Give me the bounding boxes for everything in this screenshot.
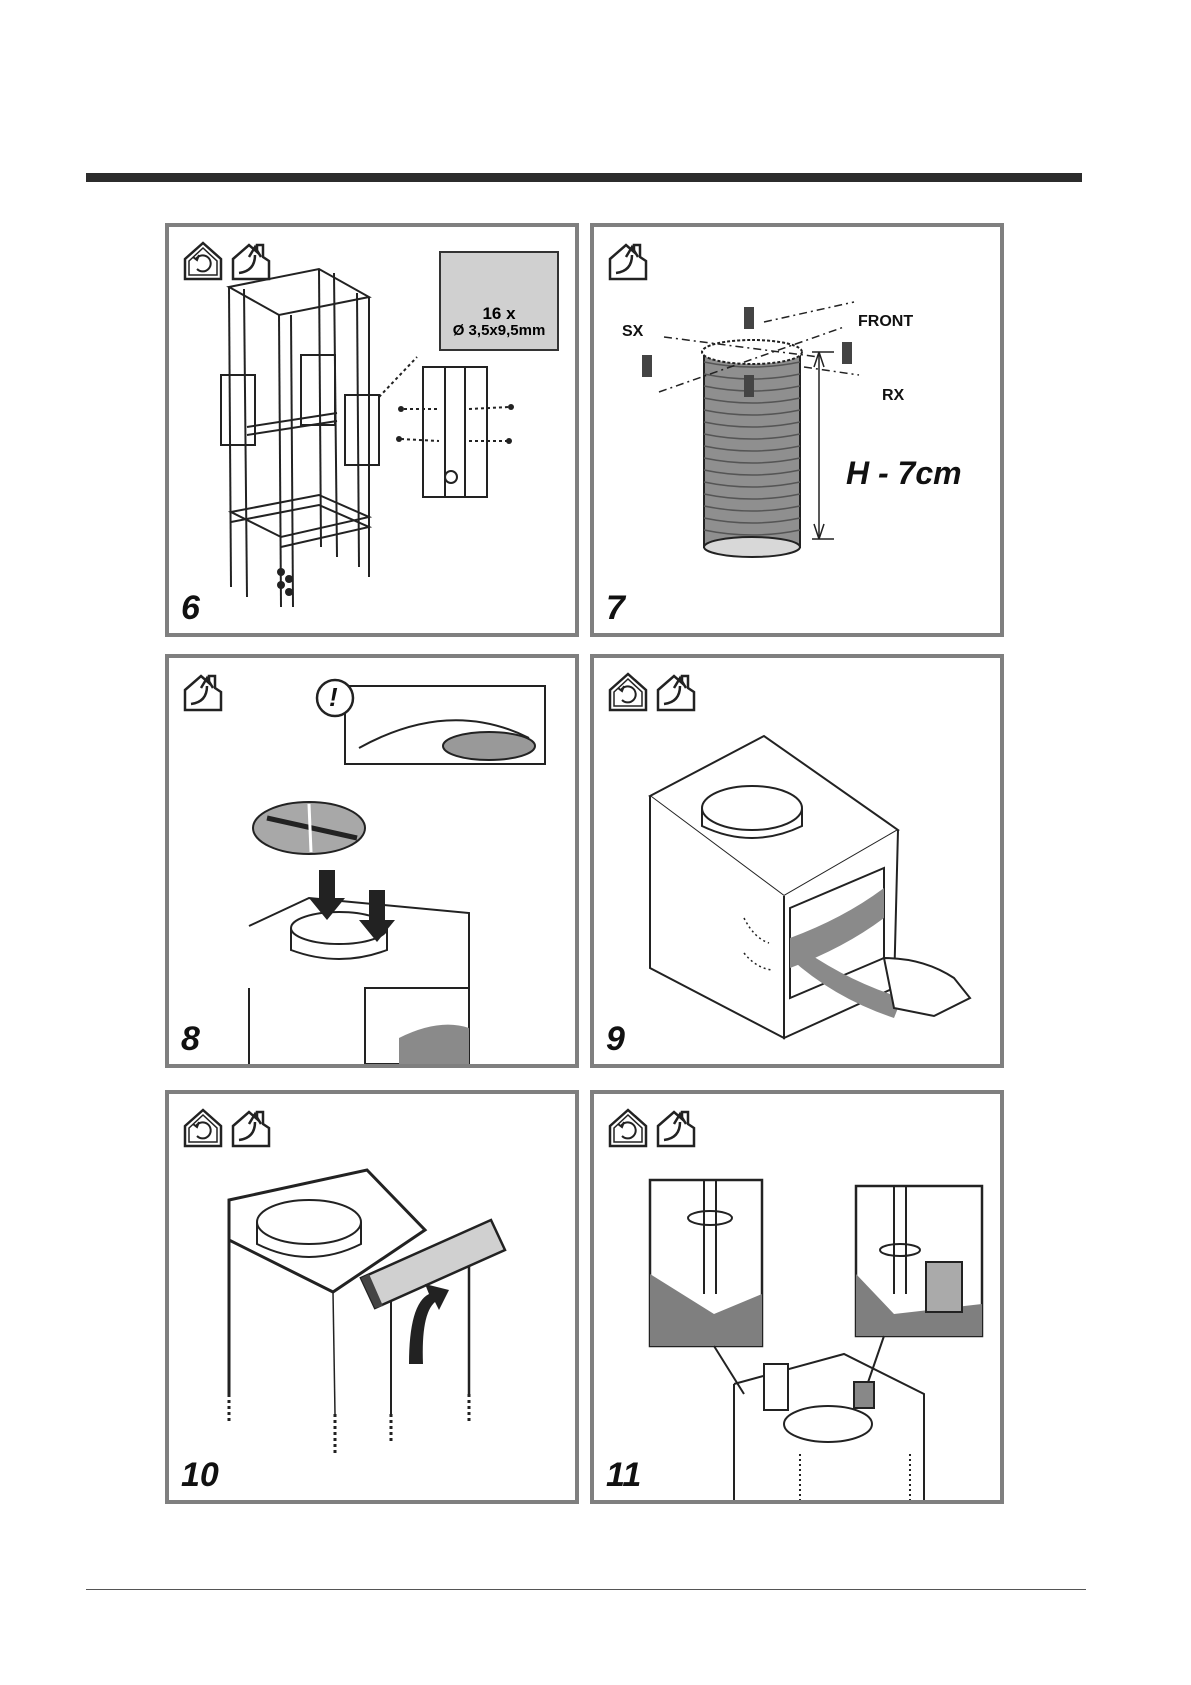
footer-rule xyxy=(86,1589,1086,1590)
front-label: FRONT xyxy=(858,313,913,331)
step-number: 9 xyxy=(606,1022,625,1056)
rx-label: RX xyxy=(882,387,904,405)
step-10-panel: 10 xyxy=(165,1090,579,1504)
flexible-duct-illustration xyxy=(594,227,1000,633)
step-number: 8 xyxy=(181,1022,200,1056)
step-number: 7 xyxy=(606,591,625,625)
sx-label: SX xyxy=(622,323,643,341)
warning-mark: ! xyxy=(329,682,338,713)
step-number: 6 xyxy=(181,591,200,625)
step-6-panel: 16 x Ø 3,5x9,5mm 6 xyxy=(165,223,579,637)
screw-size: Ø 3,5x9,5mm xyxy=(441,322,557,340)
height-label: H - 7cm xyxy=(846,455,962,492)
step-11-panel: 11 xyxy=(590,1090,1004,1504)
step-9-panel: 9 xyxy=(590,654,1004,1068)
cover-install-illustration xyxy=(169,1094,575,1500)
remove-tape-illustration xyxy=(594,658,1000,1064)
header-rule xyxy=(86,173,1082,182)
step-number: 10 xyxy=(181,1458,219,1492)
valve-install-illustration xyxy=(169,658,575,1064)
fix-cover-illustration xyxy=(594,1094,1000,1500)
step-7-panel: SX FRONT RX H - 7cm 7 xyxy=(590,223,1004,637)
screw-pack-callout: 16 x Ø 3,5x9,5mm xyxy=(439,251,559,351)
screw-quantity: 16 x xyxy=(441,305,557,322)
step-number: 11 xyxy=(606,1458,641,1492)
step-8-panel: ! 8 xyxy=(165,654,579,1068)
